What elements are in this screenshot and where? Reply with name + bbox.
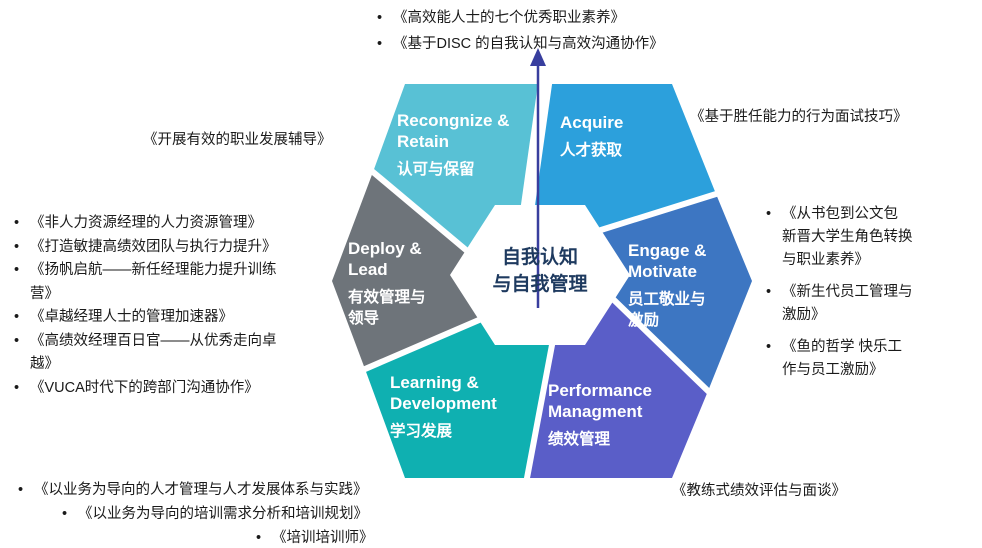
segment-divider-lower-left bbox=[361, 316, 483, 373]
bullet-icon: • bbox=[766, 284, 772, 300]
list-item: • 《鱼的哲学 快乐工作与员工激励》 bbox=[762, 336, 918, 382]
course-title: 《非人力资源经理的人力资源管理》 bbox=[30, 215, 262, 231]
top-left-course: 《开展有效的职业发展辅导》 bbox=[143, 132, 332, 148]
bullet-icon: • bbox=[14, 262, 20, 278]
bottom-right-course: 《教练式绩效评估与面谈》 bbox=[672, 483, 846, 499]
course-title: 《以业务为导向的培训需求分析和培训规划》 bbox=[78, 506, 368, 522]
segment-engage-motivate-shape bbox=[601, 194, 752, 391]
list-item: • 《扬帆启航——新任经理能力提升训练营》 bbox=[10, 259, 286, 306]
list-item: • 《高效能人士的七个优秀职业素养》 bbox=[373, 6, 664, 30]
right-course-list: • 《从书包到公文包 新晋大学生角色转换与职业素养》 • 《新生代员工管理与激励… bbox=[762, 203, 918, 391]
list-item: • 《高绩效经理百日官——从优秀走向卓越》 bbox=[10, 330, 286, 377]
list-item: • 《从书包到公文包 新晋大学生角色转换与职业素养》 bbox=[762, 203, 918, 272]
segment-acquire-shape bbox=[528, 84, 716, 230]
segment-divider-bottom bbox=[523, 341, 556, 482]
course-title: 《VUCA时代下的跨部门沟通协作》 bbox=[30, 379, 259, 396]
bullet-icon: • bbox=[256, 530, 262, 546]
bullet-icon: • bbox=[377, 10, 383, 26]
course-title: 《打造敏捷高绩效团队与执行力提升》 bbox=[30, 238, 277, 255]
course-title: 《卓越经理人士的管理加速器》 bbox=[30, 309, 233, 325]
course-title: 《新生代员工管理与激励》 bbox=[782, 284, 913, 323]
bullet-icon: • bbox=[766, 206, 772, 222]
top-course-list: • 《高效能人士的七个优秀职业素养》 • 《基于DISC 的自我认知与高效沟通协… bbox=[373, 6, 664, 58]
list-item: • 《打造敏捷高绩效团队与执行力提升》 bbox=[10, 236, 286, 260]
segment-performance-management-shape bbox=[527, 300, 708, 478]
course-title: 《高效能人士的七个优秀职业素养》 bbox=[393, 10, 625, 26]
course-title: 《培训培训师》 bbox=[272, 530, 374, 546]
list-item: • 《非人力资源经理的人力资源管理》 bbox=[10, 212, 286, 236]
segment-divider-upper-right bbox=[597, 190, 720, 234]
bullet-icon: • bbox=[14, 332, 20, 349]
segment-deploy-lead-shape bbox=[332, 172, 479, 369]
course-title: 《鱼的哲学 快乐工作与员工激励》 bbox=[782, 339, 903, 378]
bullet-icon: • bbox=[14, 379, 20, 396]
segment-divider-lower-right bbox=[609, 295, 713, 396]
bullet-icon: • bbox=[62, 506, 68, 522]
center-label: 自我认知 与自我管理 bbox=[455, 244, 625, 298]
bullet-icon: • bbox=[18, 482, 24, 498]
list-item: • 《卓越经理人士的管理加速器》 bbox=[10, 306, 286, 330]
bullet-icon: • bbox=[377, 36, 383, 52]
center-line: 与自我管理 bbox=[492, 274, 588, 295]
list-item: • 《VUCA时代下的跨部门沟通协作》 bbox=[10, 377, 286, 401]
up-arrow-icon bbox=[530, 48, 546, 66]
list-item: • 《新生代员工管理与激励》 bbox=[762, 281, 918, 327]
bullet-icon: • bbox=[14, 215, 20, 231]
segment-divider-top bbox=[520, 76, 553, 213]
bullet-icon: • bbox=[14, 238, 20, 255]
center-line: 自我认知 bbox=[501, 247, 578, 268]
top-right-course: 《基于胜任能力的行为面试技巧》 bbox=[690, 109, 908, 125]
course-title: 《高绩效经理百日官——从优秀走向卓越》 bbox=[30, 332, 277, 373]
list-item: • 《培训培训师》 bbox=[252, 527, 374, 548]
list-item: • 《基于DISC 的自我认知与高效沟通协作》 bbox=[373, 32, 664, 56]
list-item: • 《以业务为导向的人才管理与人才发展体系与实践》 bbox=[14, 479, 368, 502]
bullet-icon: • bbox=[766, 339, 772, 355]
course-title: 《从书包到公文包 新晋大学生角色转换与职业素养》 bbox=[782, 206, 913, 268]
segment-divider-upper-left bbox=[368, 167, 471, 255]
segment-recognize-retain-shape bbox=[373, 84, 545, 250]
course-title: 《基于DISC 的自我认知与高效沟通协作》 bbox=[393, 36, 664, 52]
course-title: 《以业务为导向的人才管理与人才发展体系与实践》 bbox=[34, 482, 368, 498]
segment-learning-development-shape bbox=[365, 320, 552, 478]
left-course-list: • 《非人力资源经理的人力资源管理》 • 《打造敏捷高绩效团队与执行力提升》 •… bbox=[10, 212, 286, 400]
course-title: 《扬帆启航——新任经理能力提升训练营》 bbox=[30, 262, 277, 302]
list-item: • 《以业务为导向的培训需求分析和培训规划》 bbox=[58, 503, 368, 526]
bullet-icon: • bbox=[14, 309, 20, 325]
